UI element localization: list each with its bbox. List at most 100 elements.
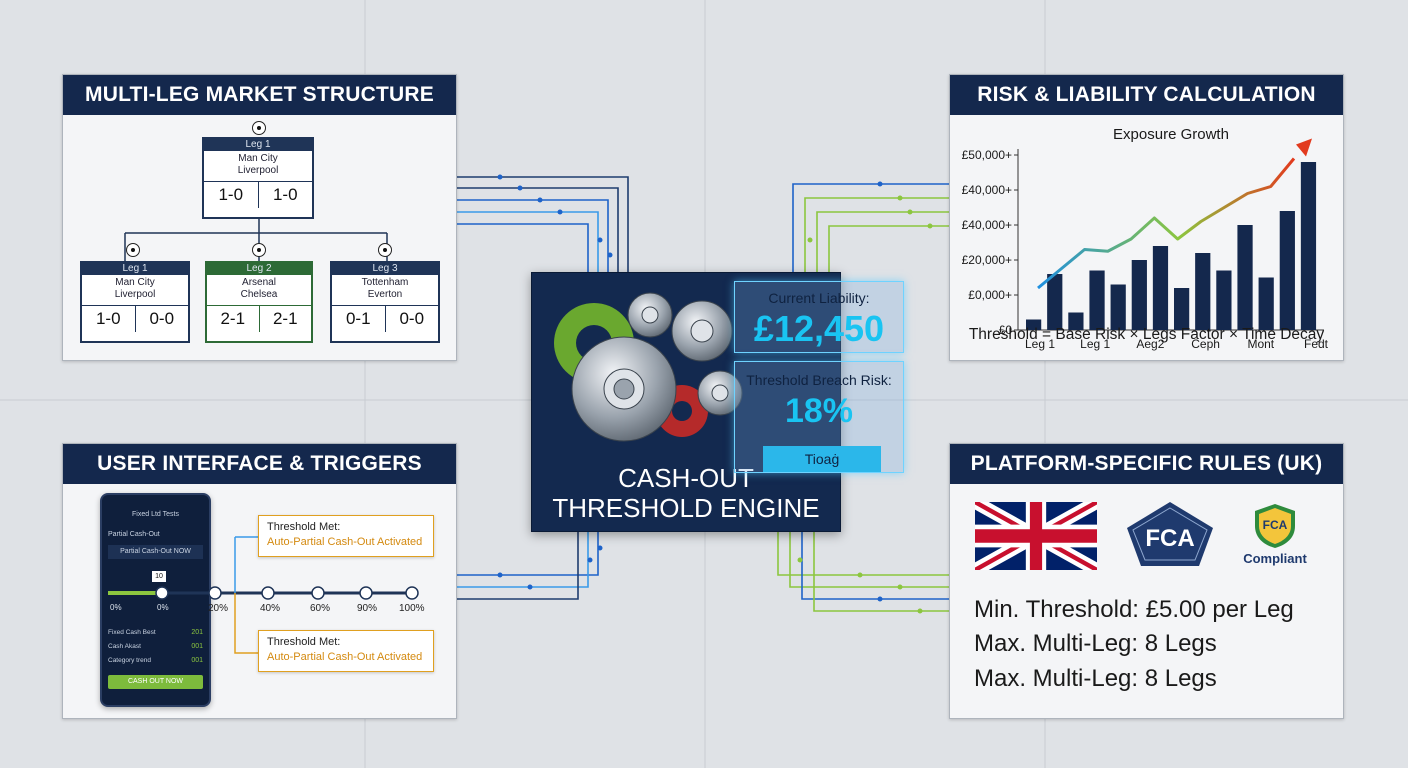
bar [1216, 270, 1232, 330]
score-value: 0-0 [399, 309, 425, 328]
team-away: Liverpool [114, 289, 156, 300]
rule-line: Max. Multi-Leg: 8 Legs [974, 665, 1217, 692]
team-home: Arsenal [242, 277, 276, 288]
phone-row-label: Cash Akast [108, 643, 141, 650]
engine-title: CASH-OUT [618, 463, 754, 493]
team-away: Chelsea [240, 289, 278, 300]
partial-cashout-button[interactable]: Partial Cash-Out NOW [108, 545, 203, 559]
fca-shield-icon [1127, 502, 1213, 566]
risk-panel: RISK & LIABILITY CALCULATION Exposure Gr… [949, 74, 1344, 361]
football-icon [126, 243, 140, 257]
phone-pct: 0% [110, 603, 122, 612]
platform-rules-panel: PLATFORM-SPECIFIC RULES (UK) [949, 443, 1344, 719]
phone-row-value: 201 [191, 629, 203, 636]
fca-label: FCA [1145, 525, 1195, 552]
score-value: 0-0 [149, 309, 175, 328]
current-liability-card: Current Liability: £12,450 [734, 281, 904, 353]
score-value: 1-0 [272, 185, 298, 204]
team-home: Tottenham [361, 277, 409, 288]
panel-title: PLATFORM-SPECIFIC RULES (UK) [950, 444, 1343, 484]
score-value: 2-1 [207, 306, 260, 332]
slider-label: 60% [310, 603, 331, 614]
team-home: Man City [115, 277, 155, 288]
threshold-formula: Threshold = Base Risk × Legs Factor × Ti… [968, 326, 1325, 343]
exposure-chart: Exposure Growth £0 £0,000+ £20,000+ £40,000+… [962, 126, 1329, 351]
compliant-shield-icon [1255, 504, 1295, 548]
phone-row-value: 001 [191, 643, 203, 650]
score-value: 1-0 [204, 182, 259, 208]
x-tick-label: Aeg2 [1136, 337, 1164, 351]
score-value: 1-0 [82, 306, 136, 332]
callout-title: Threshold Met: [267, 636, 341, 648]
phone-row-label: Category trend [108, 657, 151, 664]
y-tick-label: £40,000+ [962, 183, 1012, 197]
x-tick-label: Leg 1 [1025, 337, 1055, 351]
bar [1089, 270, 1105, 330]
bar [1300, 162, 1317, 330]
bar [1131, 260, 1147, 330]
leg-label: Leg 2 [207, 263, 311, 275]
team-away: Liverpool [237, 165, 279, 176]
football-icon [252, 243, 266, 257]
compliant-label: Compliant [1243, 551, 1307, 566]
bar [1152, 246, 1169, 330]
score-value: 2-1 [272, 309, 298, 328]
y-tick-label: £0,000+ [968, 288, 1012, 302]
leg-label: Leg 3 [332, 263, 438, 275]
bar [1195, 253, 1211, 330]
bar [1047, 274, 1063, 330]
multi-leg-panel: MULTI-LEG MARKET STRUCTURE Leg 1 Man Cit… [62, 74, 457, 361]
leg-label: Leg 1 [82, 263, 188, 275]
leg-label: Leg 1 [204, 139, 312, 151]
uk-flag-icon [975, 502, 1097, 570]
rule-line: Min. Threshold: £5.00 per Leg [974, 596, 1294, 623]
engine-subtitle: THRESHOLD ENGINE [552, 493, 820, 523]
top-leg-card: Leg 1 Man City Liverpool 1-0 1-0 [202, 137, 314, 219]
panel-title: RISK & LIABILITY CALCULATION [950, 75, 1343, 115]
x-tick-label: Fedt [1304, 337, 1329, 351]
chart-title: Exposure Growth [1113, 126, 1229, 143]
slider-label: 40% [260, 603, 281, 614]
football-icon [252, 121, 266, 135]
cash-out-now-button[interactable]: CASH OUT NOW [108, 675, 203, 689]
leg-card-2: Leg 2 Arsenal Chelsea 2-1 2-1 [205, 261, 313, 343]
bar [1237, 225, 1253, 330]
bar [1279, 211, 1295, 330]
breach-value: 18% [784, 392, 854, 430]
phone-header: Fixed Ltd Tests [132, 511, 179, 518]
breach-label: Threshold Breach Risk: [746, 372, 892, 388]
phone-pct: 0% [157, 603, 169, 612]
callout-text: Auto-Partial Cash-Out Activated [267, 651, 423, 663]
bar [1110, 284, 1126, 330]
score-value: 0-1 [332, 306, 386, 332]
x-tick-label: Leg 1 [1080, 337, 1110, 351]
callout-title: Threshold Met: [267, 521, 341, 533]
bar [1258, 277, 1274, 330]
trend-arrow [1296, 138, 1312, 157]
liability-value: £12,450 [753, 308, 885, 349]
football-icon [378, 243, 392, 257]
leg-tree-connectors [124, 218, 388, 261]
y-tick-label: £50,000+ [962, 148, 1012, 162]
trend-line [1037, 157, 1296, 290]
y-tick-label: £20,000+ [962, 253, 1012, 267]
bar [1068, 312, 1084, 330]
x-tick-label: Mont [1247, 337, 1274, 351]
slider-marker: 10 [152, 571, 166, 582]
bar [1026, 319, 1042, 330]
phone-mockup: Fixed Ltd Tests Partial Cash-Out Partial… [100, 493, 211, 707]
engine-toggle-button[interactable]: Tioaġ [763, 446, 881, 472]
team-away: Everton [367, 289, 403, 300]
threshold-callout: Threshold Met: Auto-Partial Cash-Out Act… [258, 515, 434, 557]
team-home: Man City [238, 153, 278, 164]
slider-label: 90% [357, 603, 378, 614]
bar [1174, 288, 1190, 330]
leg-card-3: Leg 3 Tottenham Everton 0-1 0-0 [330, 261, 440, 343]
x-tick-label: Ceph [1191, 337, 1220, 351]
phone-line: Partial Cash-Out [108, 531, 160, 538]
slider-label: 100% [399, 603, 425, 614]
y-tick-label: £0 [999, 323, 1013, 337]
threshold-engine: CASH-OUT THRESHOLD ENGINE Current Liabil… [531, 272, 904, 532]
phone-row-label: Fixed Cash Best [108, 629, 156, 636]
